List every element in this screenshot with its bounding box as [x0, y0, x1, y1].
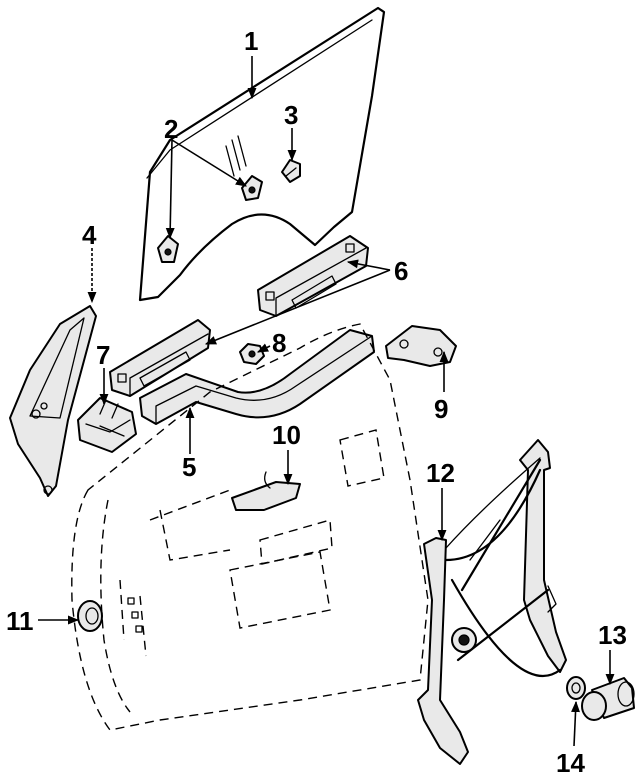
nut-part-8 — [239, 343, 265, 365]
hinge-block-part-7 — [77, 397, 137, 453]
washer-part-14 — [566, 676, 586, 700]
callout-11: 11 — [6, 606, 34, 636]
glass-channel-part-6-left — [109, 319, 211, 397]
motor-part-13 — [581, 677, 635, 721]
callout-6: 6 — [394, 256, 408, 286]
callout-4: 4 — [82, 220, 97, 250]
callout-labels: 1 2 3 4 5 6 7 8 9 10 11 12 13 14 — [6, 26, 627, 778]
callout-2: 2 — [164, 114, 178, 144]
leader-lines — [38, 56, 615, 747]
window-regulator-part-12 — [417, 439, 567, 765]
door-inner-panel — [71, 323, 429, 731]
door-glass-part-1 — [138, 6, 386, 302]
callout-14: 14 — [556, 748, 585, 778]
callout-1: 1 — [244, 26, 258, 56]
callout-8: 8 — [272, 328, 286, 358]
callout-10: 10 — [272, 420, 301, 450]
bracket-part-9 — [385, 325, 457, 367]
corner-bracket-part-4 — [9, 305, 97, 497]
glass-channel-part-6-right — [257, 235, 369, 317]
callout-3: 3 — [284, 100, 298, 130]
callout-13: 13 — [598, 620, 627, 650]
glass-clip-part-2a — [241, 175, 263, 201]
guide-clip-part-3 — [281, 159, 301, 183]
clip-bracket-part-10 — [231, 471, 301, 511]
callout-5: 5 — [182, 452, 196, 482]
glass-clip-part-2b — [157, 235, 179, 263]
callout-7: 7 — [96, 340, 110, 370]
grommet-part-11 — [77, 600, 103, 632]
callout-9: 9 — [434, 394, 448, 424]
callout-12: 12 — [426, 458, 455, 488]
